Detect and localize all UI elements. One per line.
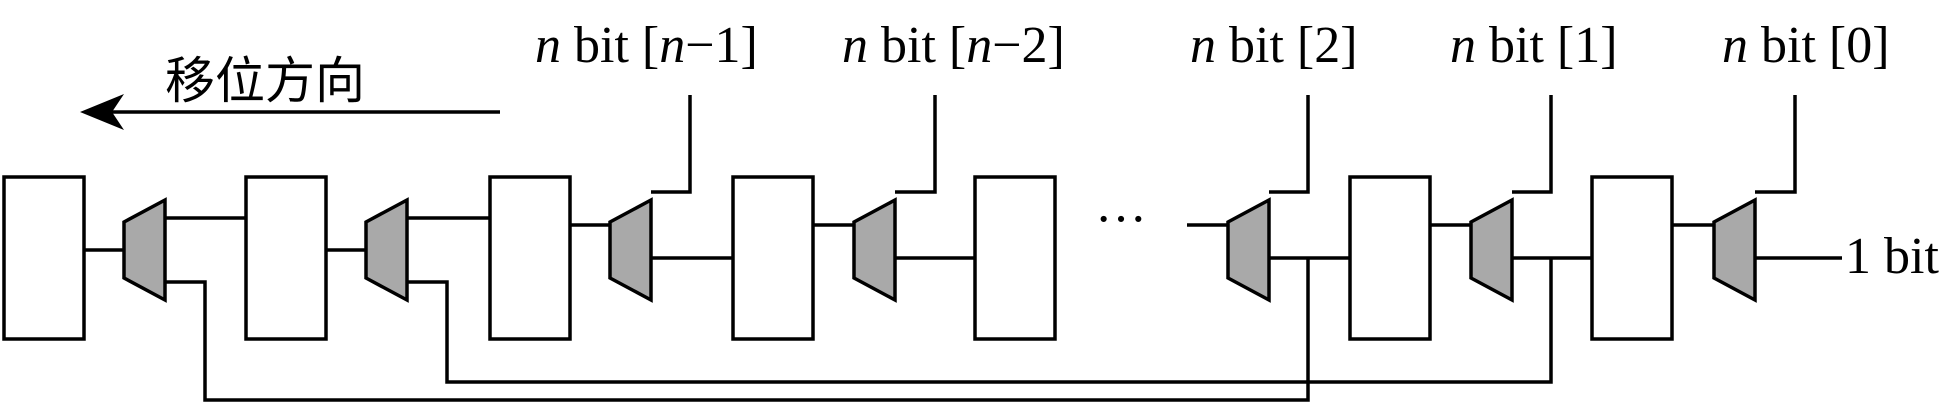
input-label-1: n bit [1] xyxy=(1450,17,1618,74)
register-box-3 xyxy=(731,175,815,341)
connection-lines xyxy=(84,216,1842,260)
mux-1 xyxy=(364,197,409,303)
mux-0 xyxy=(122,197,167,303)
left-arrow-icon xyxy=(80,94,124,130)
mux-5 xyxy=(1469,197,1514,303)
input-label-n-1: n bit [n−1] xyxy=(535,17,758,74)
input-bit-lines xyxy=(651,95,1797,194)
mux-6 xyxy=(1712,197,1757,303)
feedback-lines xyxy=(165,258,1553,402)
input-label-2: n bit [2] xyxy=(1190,17,1358,74)
mux-4 xyxy=(1226,197,1271,303)
mux-2 xyxy=(608,197,653,303)
register-box-0 xyxy=(2,175,86,341)
register-box-4 xyxy=(973,175,1057,341)
register-box-1 xyxy=(244,175,328,341)
ellipsis-text: ··· xyxy=(1095,191,1147,248)
register-box-6 xyxy=(1590,175,1674,341)
register-box-5 xyxy=(1348,175,1432,341)
shift-direction-label: 移位方向 xyxy=(165,52,365,110)
mux-3 xyxy=(852,197,897,303)
input-label-n-2: n bit [n−2] xyxy=(842,17,1065,74)
input-label-0: n bit [0] xyxy=(1722,17,1890,74)
register-box-2 xyxy=(488,175,572,341)
output-1-bit-label: 1 bit xyxy=(1845,228,1939,285)
